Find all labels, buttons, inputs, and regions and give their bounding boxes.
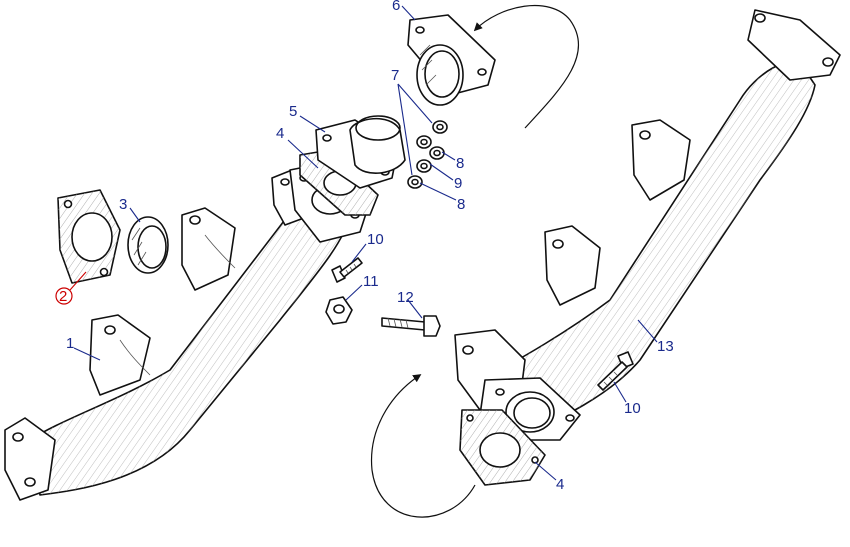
- bolt-part-10-right: [597, 351, 634, 391]
- bolt-part-12: [381, 315, 441, 337]
- flange-part-6: [407, 14, 496, 106]
- gasket-part-4-lower: [459, 409, 546, 486]
- nut-part-11: [325, 296, 353, 325]
- label-part-4-lower: 4: [556, 476, 564, 493]
- label-part-6: 6: [392, 0, 400, 14]
- highlight-circle-part-2: [55, 287, 73, 305]
- label-part-9: 9: [454, 175, 462, 192]
- label-part-8-lower: 8: [457, 196, 465, 213]
- part-labels: 6 7 5 4 3 2 1 8 9 8 10 11 12 13 10 4: [55, 0, 674, 493]
- label-part-5: 5: [289, 103, 297, 120]
- leader-lines: [69, 5, 658, 481]
- label-part-13: 13: [657, 338, 674, 355]
- right-manifold: [454, 9, 841, 441]
- flange-part-5: [315, 115, 406, 189]
- assembly-arrows: [370, 5, 580, 518]
- washers-and-nuts: [407, 120, 448, 189]
- label-part-10-left: 10: [367, 231, 384, 248]
- label-part-3: 3: [119, 196, 127, 213]
- sealing-ring-part-3: [127, 216, 169, 274]
- label-part-10-right: 10: [624, 400, 641, 417]
- label-part-4-upper: 4: [276, 125, 284, 142]
- label-part-8-upper: 8: [456, 155, 464, 172]
- label-part-12: 12: [397, 289, 414, 306]
- gasket-part-2: [57, 189, 121, 284]
- label-part-11: 11: [363, 273, 379, 290]
- bolt-part-10-left: [331, 257, 363, 283]
- label-part-1: 1: [66, 335, 74, 352]
- label-part-2: 2: [59, 288, 67, 305]
- label-part-7: 7: [391, 67, 399, 84]
